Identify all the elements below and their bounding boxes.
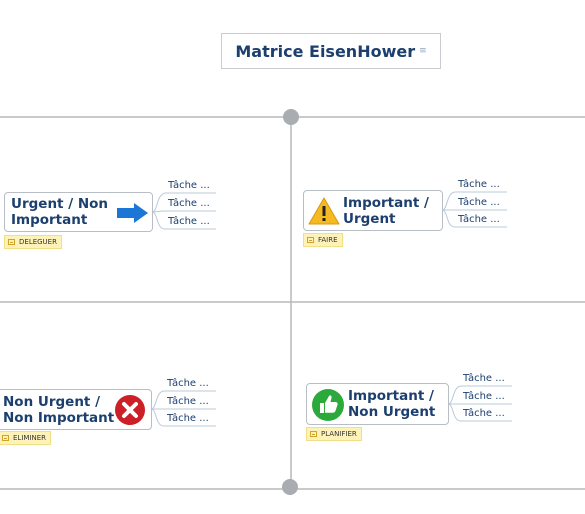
- central-topic-label: Matrice EisenHower: [235, 41, 416, 61]
- node-label-line2: Non Urgent: [348, 404, 436, 420]
- task-item[interactable]: Tâche ...: [463, 373, 505, 384]
- thumbs-up-icon: [311, 388, 345, 426]
- warning-icon: [308, 196, 340, 230]
- node-label-line1: Important /: [348, 388, 434, 404]
- red-cross-icon: [114, 394, 146, 430]
- tag-label: DELEGUER: [19, 238, 57, 246]
- task-item[interactable]: Tâche ...: [167, 396, 209, 407]
- node-label-line1: Important /: [343, 194, 429, 211]
- node-label-line1: Urgent / Non: [11, 196, 109, 212]
- tag-planifier[interactable]: PLANIFIER: [306, 427, 362, 441]
- node-important-urgent[interactable]: Important / Urgent: [303, 190, 443, 231]
- note-icon[interactable]: ≡: [419, 46, 427, 56]
- task-item[interactable]: Tâche ...: [458, 214, 500, 225]
- tag-deleguer[interactable]: DELEGUER: [4, 235, 62, 249]
- task-item[interactable]: Tâche ...: [168, 216, 210, 227]
- central-topic[interactable]: Matrice EisenHower ≡: [221, 33, 441, 69]
- connectors-urgent-non-important: [151, 192, 216, 230]
- node-important-non-urgent[interactable]: Important / Non Urgent: [306, 383, 449, 425]
- node-non-urgent-non-important[interactable]: Non Urgent / Non Important: [0, 389, 152, 430]
- top-drag-handle[interactable]: [283, 109, 299, 125]
- connectors-non-urgent-non-important: [150, 390, 216, 427]
- tag-eliminer[interactable]: ELIMINER: [0, 431, 52, 445]
- node-urgent-non-important[interactable]: Urgent / Non Important: [4, 192, 153, 232]
- task-item[interactable]: Tâche ...: [168, 198, 210, 209]
- tag-icon: [2, 435, 9, 441]
- task-item[interactable]: Tâche ...: [167, 413, 209, 424]
- tag-icon: [310, 431, 317, 437]
- node-label-line2: Non Important: [3, 409, 115, 426]
- task-item[interactable]: Tâche ...: [463, 408, 505, 419]
- tag-icon: [8, 239, 15, 245]
- connectors-important-non-urgent: [447, 385, 512, 422]
- node-label-line2: Important: [11, 212, 88, 228]
- task-item[interactable]: Tâche ...: [463, 391, 505, 402]
- blue-arrow-right-icon: [116, 202, 150, 228]
- tag-label: FAIRE: [318, 236, 338, 244]
- bottom-drag-handle[interactable]: [282, 479, 298, 495]
- task-item[interactable]: Tâche ...: [458, 197, 500, 208]
- tag-icon: [307, 237, 314, 243]
- node-label-line1: Non Urgent /: [3, 393, 101, 410]
- task-item[interactable]: Tâche ...: [168, 180, 210, 191]
- tag-label: PLANIFIER: [321, 430, 357, 438]
- task-item[interactable]: Tâche ...: [167, 378, 209, 389]
- tag-faire[interactable]: FAIRE: [303, 233, 343, 247]
- tag-label: ELIMINER: [13, 434, 47, 442]
- connectors-important-urgent: [441, 191, 507, 228]
- task-item[interactable]: Tâche ...: [458, 179, 500, 190]
- node-label-line2: Urgent: [343, 210, 396, 227]
